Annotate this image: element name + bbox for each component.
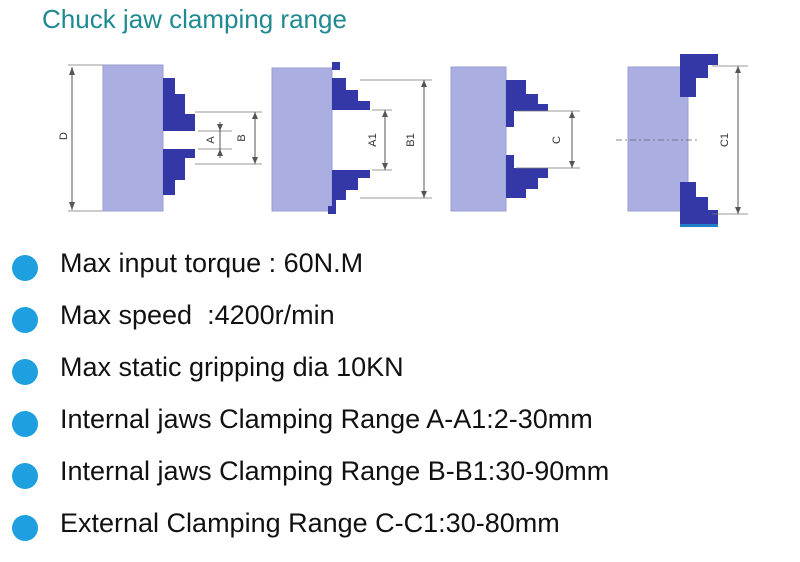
list-item: Max speed :4200r/min [0,296,800,336]
figure-a-b: D A B [58,64,262,212]
label-d: D [58,132,70,140]
chuck-body [271,67,333,212]
bullet-icon [12,515,38,541]
jaw-lower [163,149,195,195]
label-a1: A1 [367,133,379,146]
list-item: Internal jaws Clamping Range B-B1:30-90m… [0,452,800,492]
spec-text: Max static gripping dia 10KN [60,352,404,382]
bullet-icon [12,411,38,437]
bullet-icon [12,359,38,385]
label-b: B [236,134,248,141]
spec-text: External Clamping Range C-C1:30-80mm [60,508,560,538]
chuck-body [450,66,507,212]
page-title: Chuck jaw clamping range [42,4,347,34]
spec-text: Internal jaws Clamping Range A-A1:2-30mm [60,404,593,434]
jaw-upper [506,80,548,127]
list-item: Max static gripping dia 10KN [0,348,800,388]
jaw-base [680,224,718,227]
label-c: C [551,136,563,144]
figure-c: C [450,66,580,212]
jaw-upper [163,78,195,131]
chuck-body [102,64,164,212]
figure-c1: C1 [616,54,748,227]
bullet-icon [12,463,38,489]
spec-text: Internal jaws Clamping Range B-B1:30-90m… [60,456,610,486]
chuck-body [627,66,689,212]
jaw-lower [680,182,718,226]
spec-text: Max speed :4200r/min [60,300,335,330]
bullet-icon [12,307,38,333]
jaw-upper [680,54,718,97]
label-a: A [205,136,217,144]
label-c1: C1 [719,133,731,147]
figure-a1-b1: A1 B1 [271,62,432,214]
jaw-lower [506,155,548,198]
list-item: Max input torque : 60N.M [0,244,800,284]
list-item: External Clamping Range C-C1:30-80mm [0,504,800,544]
bullet-icon [12,255,38,281]
label-b1: B1 [405,133,417,146]
jaw-lower [328,170,370,214]
chuck-jaw-diagram: D A B A1 B1 [58,54,748,227]
list-item: Internal jaws Clamping Range A-A1:2-30mm [0,400,800,440]
jaw-upper [332,62,370,110]
spec-text: Max input torque : 60N.M [60,248,364,278]
